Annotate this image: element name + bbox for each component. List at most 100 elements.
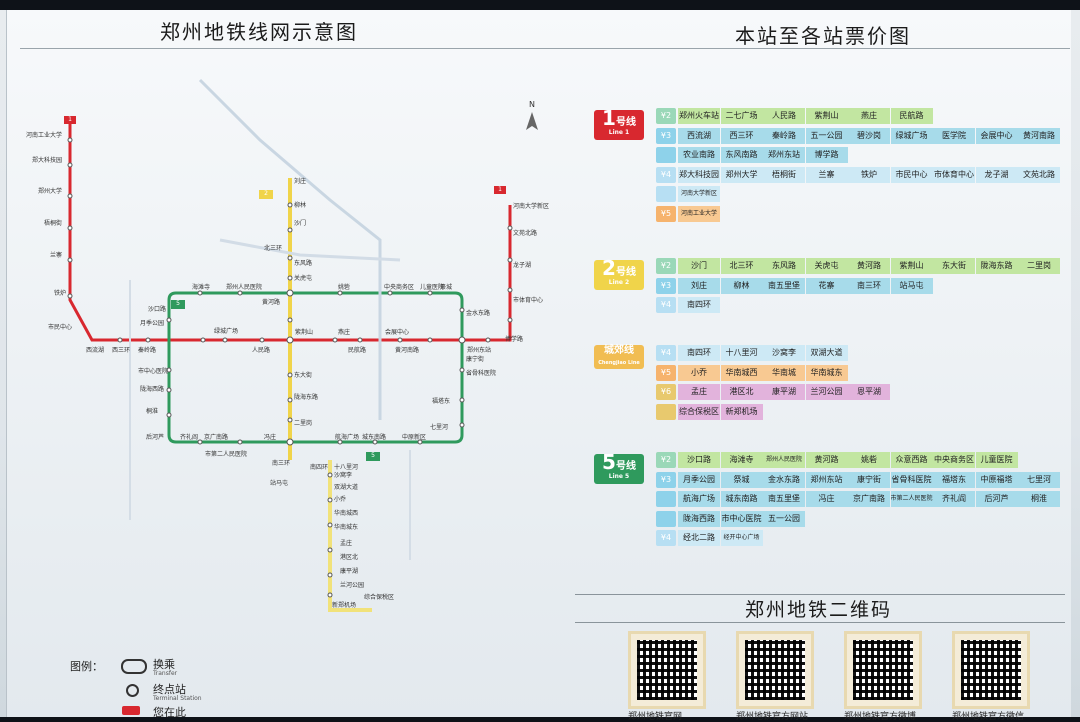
fare-station-cell: 众意西路 bbox=[890, 452, 933, 468]
map-station: 康平湖 bbox=[340, 568, 359, 575]
legend-here: 您在此 bbox=[153, 706, 186, 719]
fare-station-cell: 沙门 bbox=[678, 258, 720, 274]
fare-station-cell: 祭城 bbox=[720, 471, 763, 488]
map-station: 后河芦 bbox=[146, 434, 165, 441]
fare-zone-label: ¥4 bbox=[656, 530, 676, 546]
fare-zone-label: ¥5 bbox=[656, 364, 676, 381]
map-station: 南四环 bbox=[310, 464, 329, 471]
map-title: 郑州地铁线网示意图 bbox=[160, 20, 358, 44]
map-station: 市民中心 bbox=[48, 324, 73, 331]
fare-zone-label bbox=[656, 403, 676, 420]
line-badge-cn: 号线 bbox=[615, 117, 636, 128]
line1-badge-top: 1 bbox=[64, 116, 76, 124]
fare-station-cell: 京广南路 bbox=[848, 491, 890, 507]
qr-caption: 郑州地铁官方微博 bbox=[844, 712, 917, 722]
transfer-icon bbox=[121, 659, 147, 674]
fare-zone-label: ¥2 bbox=[656, 452, 676, 468]
fare-station-cell: 儿童医院 bbox=[975, 452, 1018, 468]
map-station: 华南城西 bbox=[334, 510, 359, 517]
line-badge-en: Chengjiao Line bbox=[598, 360, 640, 366]
fare-zone-label bbox=[656, 491, 676, 507]
terminal-icon bbox=[126, 684, 139, 697]
legend-transfer-en: Transfer bbox=[153, 670, 178, 677]
fare-station-cell: 秦岭路 bbox=[763, 127, 805, 144]
map-station: 文苑北路 bbox=[513, 230, 538, 237]
map-station: 儿童医院 bbox=[420, 284, 445, 291]
fare-station-cell: 郑大科技园 bbox=[678, 166, 720, 183]
map-station: 西流湖 bbox=[86, 347, 105, 354]
qr-code-icon[interactable] bbox=[628, 631, 706, 709]
fare-station-cell: 中央商务区 bbox=[933, 452, 975, 468]
fare-zone-label bbox=[656, 147, 676, 163]
qr-pattern bbox=[853, 640, 913, 700]
qr-caption: 郑州地铁官网 bbox=[628, 712, 683, 722]
line1-badge-end: 1 bbox=[494, 186, 506, 194]
line-badge-cn: 号线 bbox=[615, 461, 636, 472]
fare-station-cell: 黄河路 bbox=[848, 258, 890, 274]
fare-station-cell: 郑州大学 bbox=[720, 166, 763, 183]
fare-station-cell: 华南城西 bbox=[720, 364, 763, 381]
fare-station-cell: 黄河南路 bbox=[1018, 127, 1060, 144]
fare-station-cell: 综合保税区 bbox=[678, 403, 720, 420]
fare-zone-label: ¥2 bbox=[656, 258, 676, 274]
map-station: 沙门 bbox=[294, 220, 307, 227]
line5-badge-b: 5 bbox=[366, 452, 380, 461]
fare-station-cell: 康平湖 bbox=[763, 384, 805, 400]
fare-zone-label: ¥3 bbox=[656, 277, 676, 294]
fare-station-cell: 医学院 bbox=[933, 127, 975, 144]
map-station: 七里河 bbox=[430, 424, 449, 431]
map-station: 新郑机场 bbox=[332, 602, 357, 609]
fare-station-cell: 西三环 bbox=[720, 127, 763, 144]
qr-code-icon[interactable] bbox=[736, 631, 814, 709]
fare-station-cell: 经开中心广场 bbox=[720, 530, 763, 546]
fare-station-cell: 梧桐街 bbox=[763, 166, 805, 183]
fare-station-cell: 恩平湖 bbox=[848, 384, 890, 400]
fare-station-cell: 东大街 bbox=[933, 258, 975, 274]
fare-station-cell: 陇海西路 bbox=[678, 510, 720, 527]
map-station: 郑州大学 bbox=[38, 188, 63, 195]
fare-station-cell: 市第二人民医院 bbox=[890, 491, 933, 507]
fare-zone-label: ¥5 bbox=[656, 205, 676, 222]
map-station: 金水东路 bbox=[466, 310, 491, 317]
map-station: 龙子湖 bbox=[513, 262, 532, 269]
fare-station-cell: 郑州东站 bbox=[805, 471, 848, 488]
qr-code-icon[interactable] bbox=[844, 631, 922, 709]
fare-station-cell: 市中心医院 bbox=[720, 510, 763, 527]
fare-station-cell: 港区北 bbox=[720, 384, 763, 400]
line-badge-number: 5 bbox=[602, 450, 616, 474]
qr-code-icon[interactable] bbox=[952, 631, 1030, 709]
fare-station-cell: 十八里河 bbox=[720, 345, 763, 361]
fare-station-cell: 城东南路 bbox=[720, 491, 763, 507]
fare-station-cell: 齐礼阎 bbox=[933, 491, 975, 507]
fare-station-cell: 二七广场 bbox=[720, 108, 763, 124]
map-station: 祭城 bbox=[440, 284, 453, 291]
line-badge-number: 1 bbox=[602, 106, 616, 130]
map-station: 中原新区 bbox=[402, 434, 427, 441]
map-station: 市中心医院 bbox=[138, 368, 169, 375]
fare-zone-label: ¥6 bbox=[656, 384, 676, 400]
fare-station-cell: 站马屯 bbox=[890, 277, 933, 294]
map-station: 综合保税区 bbox=[364, 594, 395, 601]
fare-station-cell: 沙口路 bbox=[678, 452, 720, 468]
map-station: 燕庄 bbox=[338, 329, 351, 336]
fare-station-cell: 兰河公园 bbox=[805, 384, 848, 400]
fare-station-cell: 五一公园 bbox=[805, 127, 848, 144]
fare-station-cell: 市民中心 bbox=[890, 166, 933, 183]
legend-terminal: 终点站 bbox=[153, 683, 186, 696]
map-station: 月季公园 bbox=[140, 320, 165, 327]
map-station: 沙口路 bbox=[148, 306, 167, 313]
fare-station-cell: 东风南路 bbox=[720, 147, 763, 163]
fare-station-cell: 南四环 bbox=[678, 345, 720, 361]
fare-station-cell: 民航路 bbox=[890, 108, 933, 124]
qr-pattern bbox=[745, 640, 805, 700]
map-station: 人民路 bbox=[252, 347, 271, 354]
fare-station-cell: 西流湖 bbox=[678, 127, 720, 144]
map-station: 港区北 bbox=[340, 554, 359, 561]
fare-station-cell: 金水东路 bbox=[763, 471, 805, 488]
map-station: 紫荆山 bbox=[295, 329, 314, 336]
map-station: 省骨科医院 bbox=[466, 370, 497, 377]
fare-station-cell: 花寨 bbox=[805, 277, 848, 294]
map-station: 梧桐街 bbox=[44, 220, 63, 227]
line2-badge: 2 bbox=[259, 190, 273, 199]
